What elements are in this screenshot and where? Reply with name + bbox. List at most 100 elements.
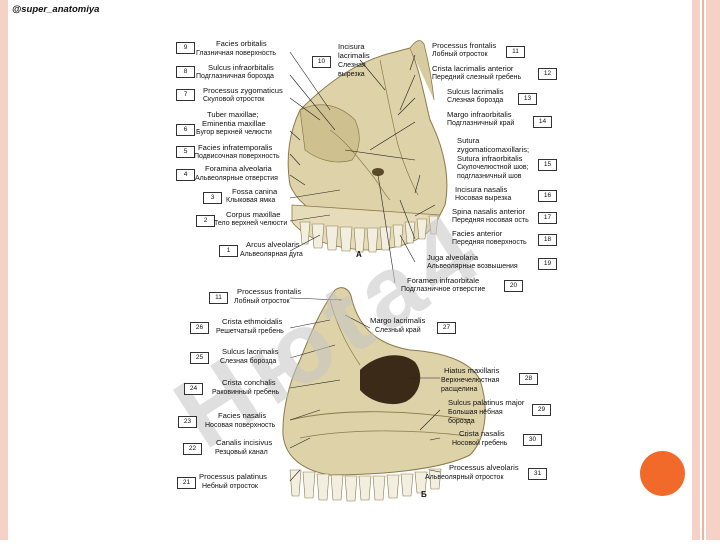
label-latin: Spina nasalis anterior	[452, 207, 526, 216]
label-latin: Facies anterior	[452, 229, 503, 238]
callout-number: 16	[538, 190, 557, 202]
label-russian: Альвеолярный отросток	[425, 474, 504, 481]
callout-number: 14	[533, 116, 552, 128]
label-russian: Подглазничный край	[447, 120, 515, 127]
label-latin: Incisura	[338, 42, 365, 51]
label-russian: Скуловой отросток	[203, 96, 265, 103]
callout-number: 20	[504, 280, 523, 292]
label-latin: Margo infraorbitalis	[447, 110, 512, 119]
callout-number: 21	[177, 477, 196, 489]
label-russian: Скулочелюстной шов;	[457, 164, 529, 171]
label-russian: Подвисочная поверхность	[194, 153, 280, 160]
label-latin: Processus palatinus	[199, 472, 267, 481]
label-latin: Fossa canina	[232, 187, 278, 196]
label-latin: Sutura	[457, 136, 480, 145]
label-latin: Crista nasalis	[459, 429, 505, 438]
callout-number: 4	[176, 169, 195, 181]
label-russian: Клыковая ямка	[226, 197, 276, 204]
figure-b-bone	[282, 287, 486, 502]
label-russian: Резцовый канал	[215, 449, 268, 456]
label-russian: Носовой гребень	[452, 440, 508, 447]
right-frame-band-outer	[706, 0, 720, 540]
callout-number: 27	[437, 322, 456, 334]
orange-circle-decoration	[640, 451, 685, 496]
callout-number: 15	[538, 159, 557, 171]
label-latin: Facies infratemporalis	[198, 143, 273, 152]
label-latin: Sulcus infraorbitalis	[208, 63, 274, 72]
figure-letter: А	[356, 250, 362, 259]
callout-number: 13	[518, 93, 537, 105]
callout-number: 11	[209, 292, 228, 304]
label-russian: Решетчатый гребень	[216, 328, 284, 335]
label-latin: Processus zygomaticus	[203, 86, 283, 95]
label-russian-2: подглазничный шов	[457, 173, 522, 180]
label-latin-2: zygomaticomaxillaris;	[457, 145, 530, 154]
callout-number: 25	[190, 352, 209, 364]
label-russian: Глазничная поверхность	[196, 50, 277, 57]
label-russian: Слезная	[338, 62, 366, 69]
label-latin: Corpus maxillae	[226, 210, 281, 219]
label-russian: Тело верхней челюсти	[214, 220, 288, 227]
callout-number: 19	[538, 258, 557, 270]
label-latin: Crista ethmoidalis	[222, 317, 283, 326]
label-latin: Processus alveolaris	[449, 463, 519, 472]
label-russian-2: расщелина	[441, 386, 478, 393]
label-latin: Incisura nasalis	[455, 185, 508, 194]
label-russian: Альвеолярные возвышения	[427, 263, 518, 270]
label-latin-3: Sutura infraorbitalis	[457, 154, 523, 163]
callout-number: 29	[532, 404, 551, 416]
callout-number: 17	[538, 212, 557, 224]
callout-number: 10	[312, 56, 331, 68]
callout-number: 31	[528, 468, 547, 480]
right-frame-line	[702, 0, 704, 540]
label-latin: Sulcus lacrimalis	[447, 87, 504, 96]
label-russian: Носовая вырезка	[455, 195, 512, 202]
callout-number: 9	[176, 42, 195, 54]
label-russian: Слезная борозда	[220, 358, 277, 365]
callout-number: 1	[219, 245, 238, 257]
label-russian: Слезная борозда	[447, 97, 504, 104]
label-latin: Margo lacrimalis	[370, 316, 426, 325]
label-russian-2: вырезка	[338, 71, 365, 78]
callout-number: 11	[506, 46, 525, 58]
label-latin: Crista lacrimalis anterior	[432, 64, 514, 73]
callout-number: 6	[176, 124, 195, 136]
label-russian: Подглазничная борозда	[196, 73, 274, 80]
watermark-handle: @super_anatomiya	[12, 4, 100, 15]
callout-number: 18	[538, 234, 557, 246]
label-russian: Лобный отросток	[432, 51, 488, 58]
figure-letter: Б	[421, 490, 427, 499]
callout-number: 8	[176, 66, 195, 78]
label-latin: Processus frontalis	[237, 287, 302, 296]
label-russian: Слезный край	[375, 327, 421, 334]
callout-number: 2	[196, 215, 215, 227]
label-latin: Facies nasalis	[218, 411, 267, 420]
label-latin: Foramen infraorbitale	[407, 276, 480, 285]
label-latin: Sulcus lacrimalis	[222, 347, 279, 356]
label-latin: Facies orbitalis	[216, 39, 267, 48]
label-latin: Arcus alveolaris	[246, 240, 300, 249]
left-frame-band	[0, 0, 8, 540]
label-russian: Передняя носовая ость	[452, 217, 529, 224]
label-latin: Hiatus maxillaris	[444, 366, 500, 375]
callout-number: 12	[538, 68, 557, 80]
callout-number: 22	[183, 443, 202, 455]
label-latin: Tuber maxillae;	[207, 110, 259, 119]
label-russian: Подглазничное отверстие	[401, 286, 486, 293]
label-latin: Crista conchalis	[222, 378, 276, 387]
label-russian: Верхнечелюстная	[441, 377, 500, 384]
callout-number: 26	[190, 322, 209, 334]
label-russian: Передняя поверхность	[452, 239, 527, 246]
label-latin: Juga alveolaria	[427, 253, 479, 262]
label-russian: Большая нёбная	[448, 409, 503, 416]
label-latin: Canalis incisivus	[216, 438, 273, 447]
callout-number: 7	[176, 89, 195, 101]
callout-number: 28	[519, 373, 538, 385]
label-latin: Foramina alveolaria	[205, 164, 272, 173]
callout-number: 30	[523, 434, 542, 446]
leader-lines	[289, 51, 441, 482]
label-latin: Sulcus palatinus major	[448, 398, 525, 407]
label-russian: Бугор верхней челюсти	[196, 129, 272, 136]
callout-number: 3	[203, 192, 222, 204]
